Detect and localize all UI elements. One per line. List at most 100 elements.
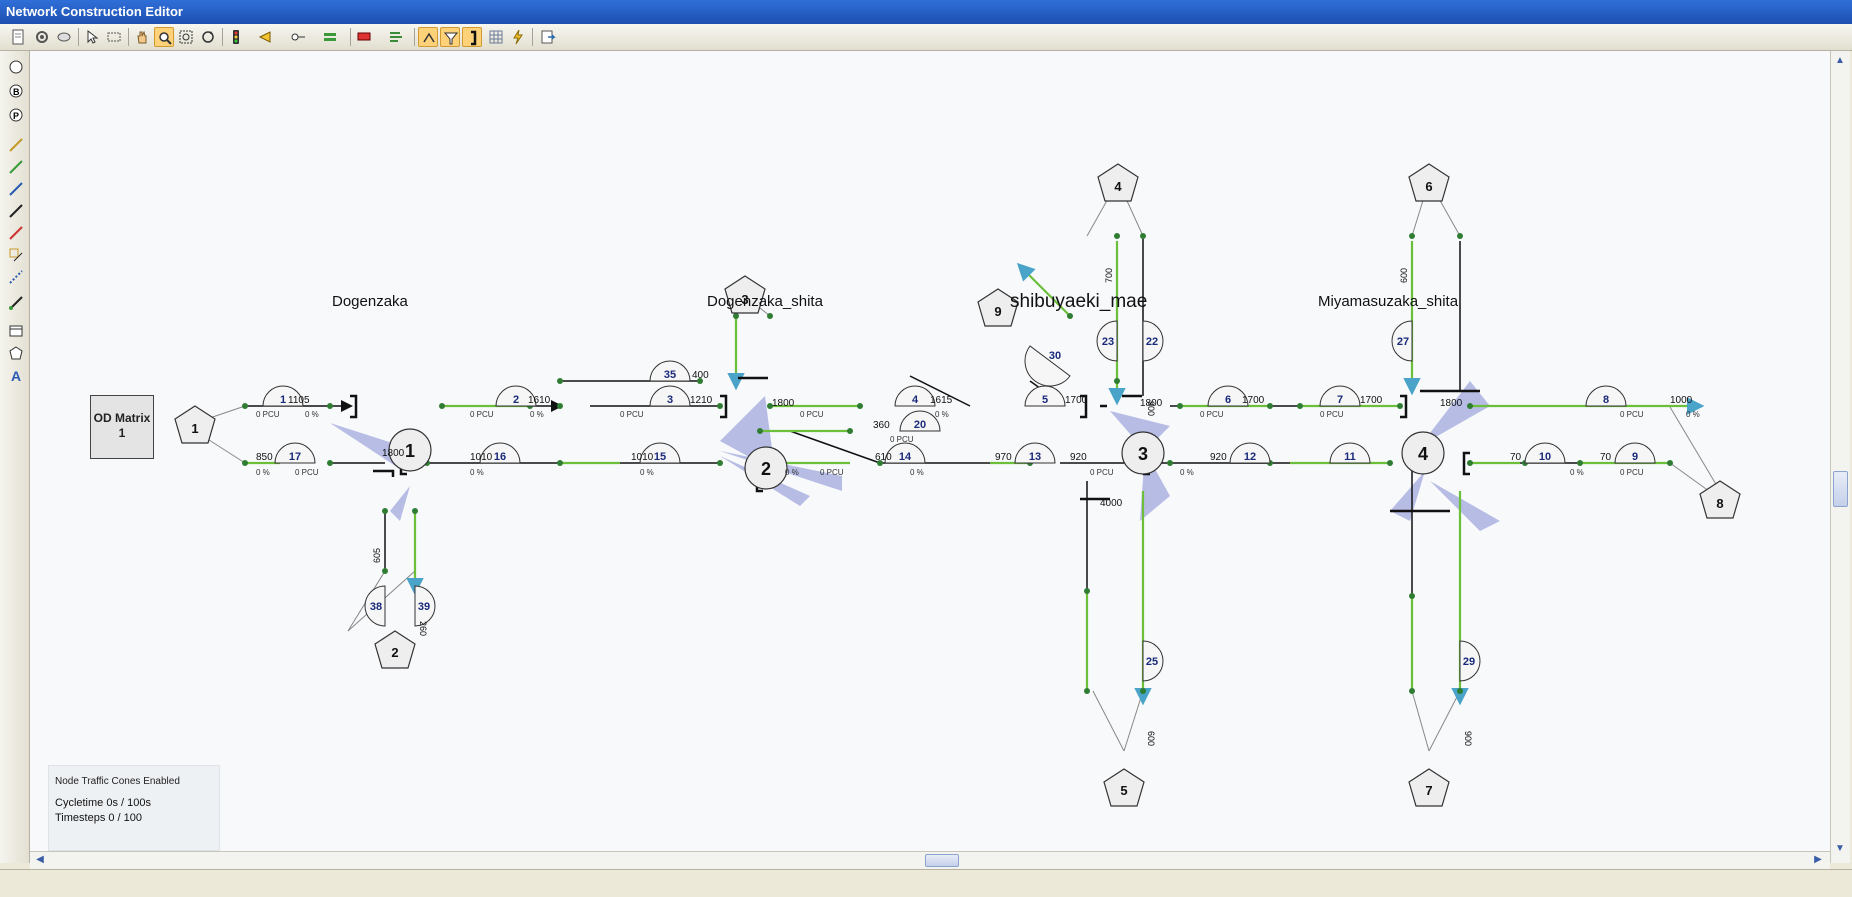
bracket-icon[interactable]	[462, 27, 482, 47]
vertical-scroll-thumb[interactable]	[1833, 471, 1848, 507]
panel-icon[interactable]	[6, 321, 26, 341]
vertical-scrollbar[interactable]: ▲ ▼	[1830, 51, 1850, 863]
blue-link-icon[interactable]	[6, 179, 26, 199]
zone-label: 4	[1114, 179, 1122, 194]
pointer-icon[interactable]	[82, 27, 102, 47]
flow-value: 900	[1463, 731, 1473, 746]
p-node-icon[interactable]: P	[6, 105, 26, 125]
flow-value: 900	[1146, 401, 1156, 416]
flow-value: 1800	[1440, 398, 1463, 409]
flow-value: 920	[1210, 452, 1227, 463]
select-rect-icon[interactable]	[104, 27, 124, 47]
dotted-link-icon[interactable]	[6, 267, 26, 287]
pentagon-tool-icon[interactable]	[6, 343, 26, 363]
bus-icon[interactable]	[354, 27, 374, 47]
settings-icon[interactable]	[32, 27, 52, 47]
zoom-icon[interactable]	[154, 27, 174, 47]
pct-label: 0 %	[1686, 410, 1700, 419]
link-number: 4	[912, 394, 919, 406]
flow-value: 1000	[1670, 395, 1693, 406]
pcu-label: 0 PCU	[470, 410, 494, 419]
b-node-icon[interactable]: B	[6, 81, 26, 101]
cycletime-status: Cycletime 0s / 100s	[55, 797, 151, 809]
flow-value: 1700	[1360, 395, 1383, 406]
link-number: 16	[494, 451, 506, 463]
zone-label: 8	[1716, 496, 1723, 511]
black-link-icon[interactable]	[6, 201, 26, 221]
flow-value: 1010	[631, 452, 654, 463]
node-label: 4	[1418, 444, 1428, 464]
zoom-extent-icon[interactable]	[176, 27, 196, 47]
zone-shapes	[174, 163, 1741, 807]
connector-tool-icon[interactable]	[6, 293, 26, 313]
horizontal-scrollbar[interactable]: ◀ ▶	[30, 851, 1830, 869]
green-link-icon[interactable]	[6, 157, 26, 177]
flow-value: 1010	[470, 452, 493, 463]
link-number: 15	[654, 451, 666, 463]
od-matrix-value: 1	[118, 426, 126, 440]
svg-text:B: B	[13, 87, 20, 97]
flow-value: 1700	[1242, 395, 1265, 406]
signal-icon[interactable]	[226, 27, 246, 47]
area-label-miyamasuzaka-shita: Miyamasuzaka_shita	[1318, 293, 1459, 310]
flow-value: 1105	[288, 395, 310, 406]
pcu-label: 0 PCU	[1090, 468, 1114, 477]
drawing-toolbar: B P A	[0, 51, 30, 863]
grid-icon[interactable]	[486, 27, 506, 47]
flow-value: 1700	[1065, 395, 1088, 406]
pct-label: 0 %	[910, 468, 924, 477]
zone-tool-icon[interactable]	[6, 57, 26, 77]
link-number: 12	[1244, 451, 1256, 463]
area-label-shibuyaeki-mae: shibuyaeki_mae	[1010, 291, 1148, 312]
link-number: 29	[1463, 656, 1475, 668]
lane-icon[interactable]	[320, 27, 340, 47]
network-canvas[interactable]: 1 2 3 4 5 6 7 8 9 1 2 3 4 1 2 3 4 5 6 7 …	[30, 51, 1830, 851]
horizontal-scroll-thumb[interactable]	[925, 854, 959, 867]
pct-label: 0 %	[785, 468, 799, 477]
flow-value: 700	[1104, 268, 1114, 283]
pcu-label: 0 PCU	[1320, 410, 1344, 419]
node-edit-icon[interactable]	[418, 27, 438, 47]
connector-icon[interactable]	[288, 27, 308, 47]
timesteps-status: Timesteps 0 / 100	[55, 812, 143, 824]
flow-value: 70	[1600, 452, 1612, 463]
flow-value: 1210	[690, 395, 713, 406]
scroll-right-icon[interactable]: ▶	[1814, 854, 1822, 865]
link-number: 27	[1397, 336, 1409, 348]
zone-label: 3	[741, 292, 748, 307]
flow-value: 850	[256, 452, 273, 463]
od-matrix-box[interactable]: OD Matrix 1	[90, 395, 154, 459]
red-link-icon[interactable]	[6, 223, 26, 243]
scroll-up-icon[interactable]: ▲	[1835, 55, 1845, 66]
link-tool-icon[interactable]	[6, 135, 26, 155]
link-number: 39	[418, 601, 430, 613]
priority-icon[interactable]	[256, 27, 276, 47]
scroll-left-icon[interactable]: ◀	[36, 854, 44, 865]
flow-value: 360	[873, 420, 890, 431]
list-icon[interactable]	[386, 27, 406, 47]
flow-value: 610	[875, 452, 892, 463]
link-number: 14	[899, 451, 912, 463]
pcu-label: 0 PCU	[1200, 410, 1224, 419]
link-number: 5	[1042, 394, 1048, 406]
link-number: 22	[1146, 336, 1158, 348]
flow-value: 70	[1510, 452, 1522, 463]
select-link-icon[interactable]	[6, 245, 26, 265]
pct-label: 0 %	[305, 410, 319, 419]
new-icon[interactable]	[8, 27, 28, 47]
export-icon[interactable]	[538, 27, 558, 47]
link-number: 1	[280, 394, 286, 406]
zone-label: 9	[994, 304, 1001, 319]
pct-label: 0 %	[1570, 468, 1584, 477]
lightning-icon[interactable]	[508, 27, 528, 47]
pct-label: 0 %	[1180, 468, 1194, 477]
scroll-down-icon[interactable]: ▼	[1835, 843, 1845, 854]
text-tool-icon[interactable]: A	[6, 365, 26, 385]
refresh-icon[interactable]	[198, 27, 218, 47]
flow-value: 1800	[1140, 398, 1163, 409]
layers-icon[interactable]	[54, 27, 74, 47]
pan-icon[interactable]	[132, 27, 152, 47]
link-number: 10	[1539, 451, 1551, 463]
filter-icon[interactable]	[440, 27, 460, 47]
svg-text:A: A	[11, 368, 21, 383]
